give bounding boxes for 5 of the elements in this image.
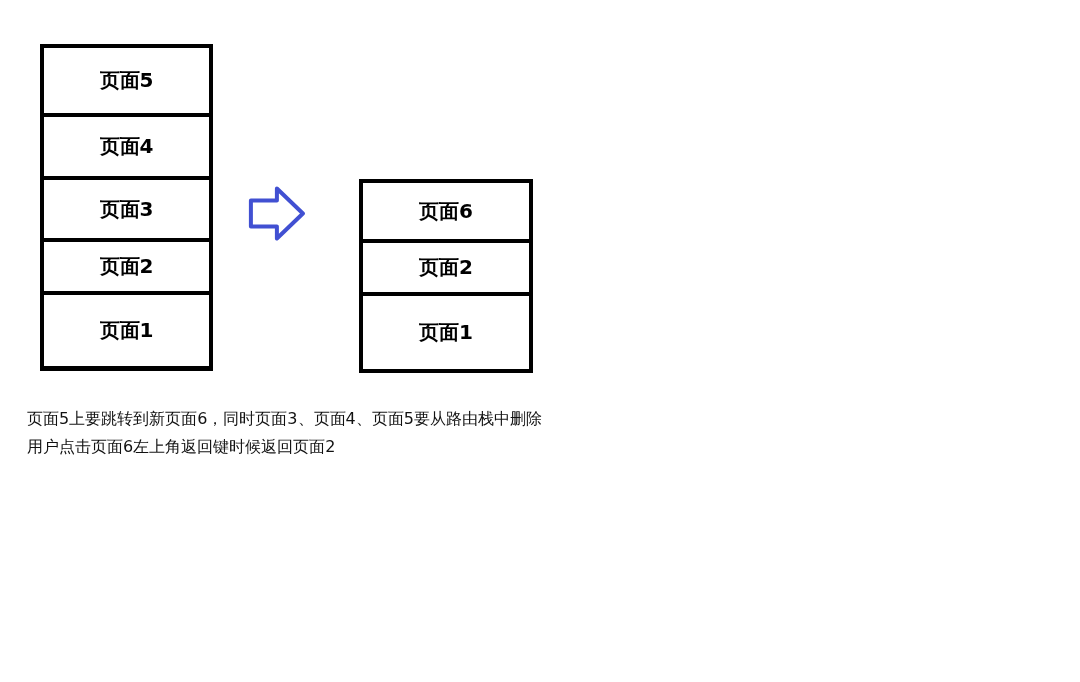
- note-text: 用户点击页面6左上角返回键时候返回页面2: [27, 437, 336, 457]
- page-stack: [40, 44, 213, 371]
- page-stack: [359, 179, 533, 373]
- block-arrow: [248, 186, 305, 241]
- note-text: 页面5上要跳转到新页面6，同时页面3、页面4、页面5要从路由栈中删除: [27, 409, 542, 429]
